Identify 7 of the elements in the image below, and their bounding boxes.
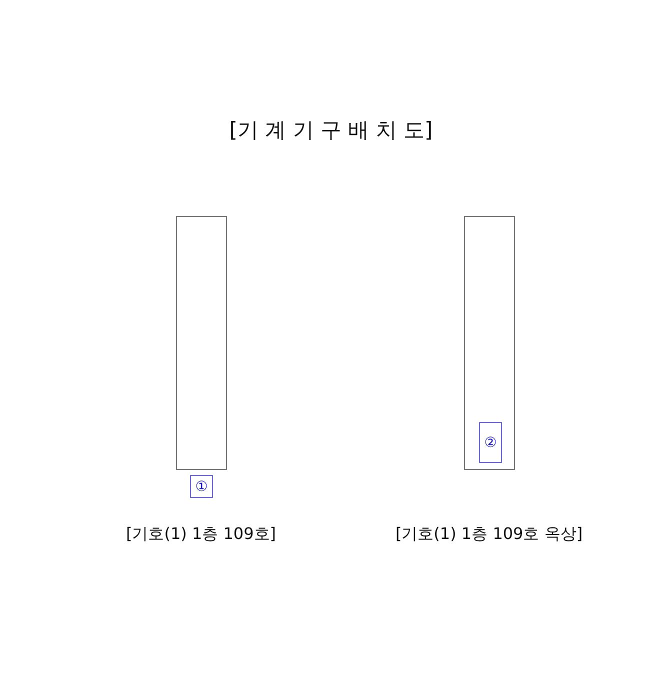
symbol-box: ① [190, 475, 213, 498]
location-caption: [기호(1) 1층 109호 옥상] [394, 524, 584, 545]
equipment-area-box [176, 216, 227, 470]
equipment-area-box [464, 216, 515, 470]
symbol-box: ② [479, 422, 502, 463]
diagram-title: [기 계 기 구 배 치 도] [228, 117, 434, 144]
location-caption: [기호(1) 1층 109호] [124, 524, 278, 545]
